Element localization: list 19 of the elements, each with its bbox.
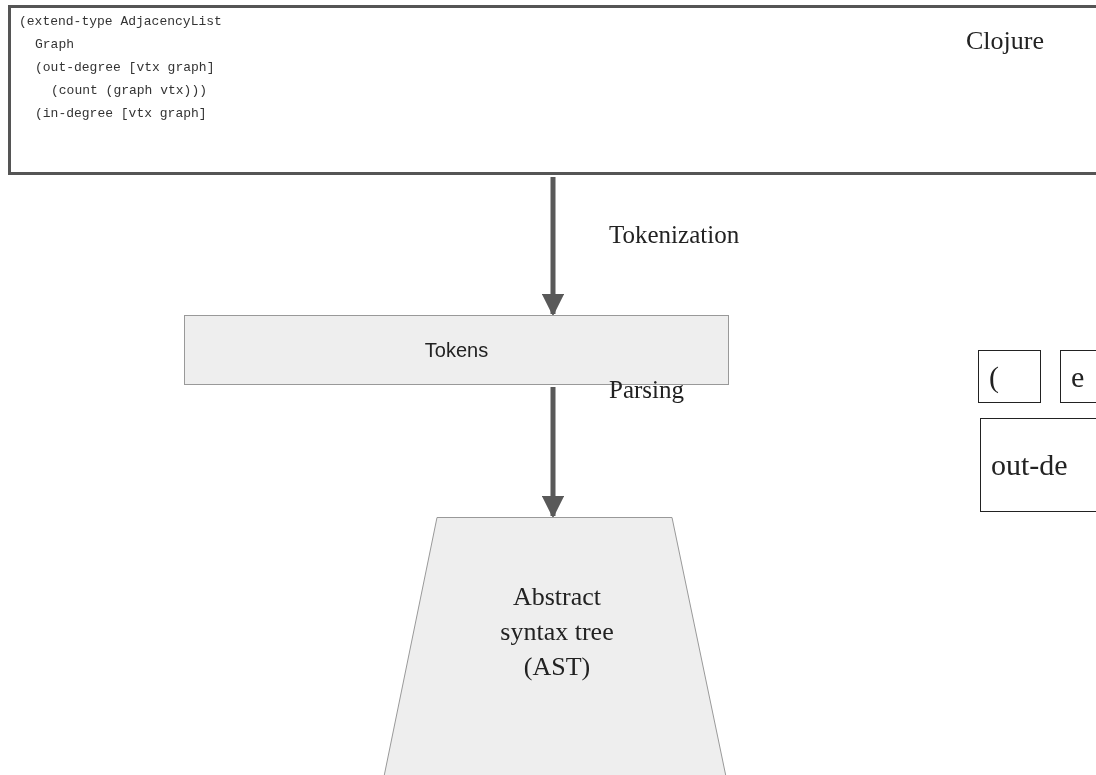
shape-label: Abstract syntax tree (AST): [499, 581, 615, 683]
code-panel: [8, 5, 1096, 175]
token-box: [978, 350, 1041, 403]
token-text: out-de: [991, 448, 1068, 482]
code-line: (out-degree [vtx graph]: [35, 60, 215, 75]
box-label: Tokens: [424, 338, 489, 362]
language-label: Clojure: [966, 26, 1044, 56]
arrow: [541, 177, 565, 317]
token-text: e: [1071, 359, 1085, 394]
arrow: [541, 387, 565, 519]
code-line: (count (graph vtx))): [51, 83, 208, 98]
trapezoid-shape: [383, 517, 727, 775]
code-line: Graph: [35, 37, 74, 52]
token-box: [980, 418, 1096, 512]
edge-label: Tokenization: [609, 221, 740, 249]
edge-label: Parsing: [609, 376, 684, 404]
code-line: (extend-type AdjacencyList: [19, 14, 222, 29]
token-text: (: [989, 359, 999, 394]
code-line: (in-degree [vtx graph]: [35, 106, 207, 121]
